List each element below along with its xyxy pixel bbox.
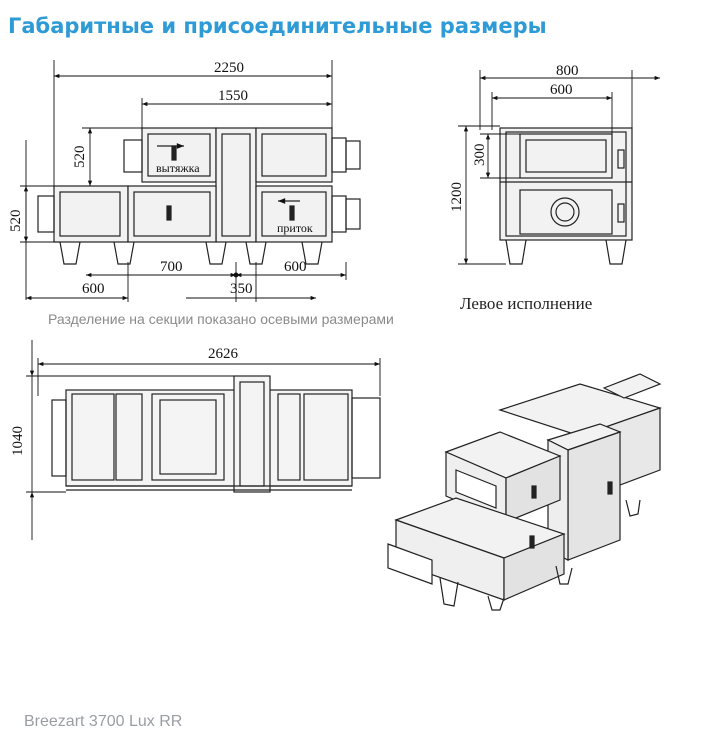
dim-overall-width: 2250 bbox=[214, 60, 244, 76]
isometric-drawing bbox=[387, 373, 662, 611]
dim-upper-height: 520 bbox=[72, 146, 88, 169]
top-view-dimensions bbox=[26, 340, 381, 540]
dim-lower-height: 520 bbox=[8, 210, 24, 233]
sections-caption: Разделение на секции показано осевыми ра… bbox=[48, 311, 394, 327]
dim-inner-width: 1550 bbox=[218, 88, 248, 104]
side-dim-inner-width: 600 bbox=[550, 82, 573, 98]
model-name: Breezart 3700 Lux RR bbox=[24, 713, 183, 730]
front-view-drawing bbox=[37, 127, 361, 265]
front-view-dimensions bbox=[20, 60, 347, 302]
dim-section-left: 600 bbox=[82, 281, 105, 297]
exhaust-label: вытяжка bbox=[156, 161, 200, 175]
top-view-drawing bbox=[51, 375, 381, 493]
dim-section-right: 600 bbox=[284, 259, 307, 275]
side-dim-overall-width: 800 bbox=[556, 63, 579, 79]
side-view-dimensions bbox=[458, 70, 660, 265]
side-view-drawing bbox=[499, 127, 633, 265]
supply-label: приток bbox=[277, 221, 313, 235]
dim-section-middle: 700 bbox=[160, 259, 183, 275]
top-dim-width: 1040 bbox=[10, 426, 26, 456]
side-dim-height: 1200 bbox=[449, 182, 465, 212]
top-dim-length: 2626 bbox=[208, 346, 239, 362]
variant-label: Левое исполнение bbox=[460, 294, 593, 313]
dim-section-center: 350 bbox=[230, 281, 253, 297]
side-dim-opening-height: 300 bbox=[472, 144, 488, 167]
page-title: Габаритные и присоединительные размеры bbox=[8, 14, 547, 38]
